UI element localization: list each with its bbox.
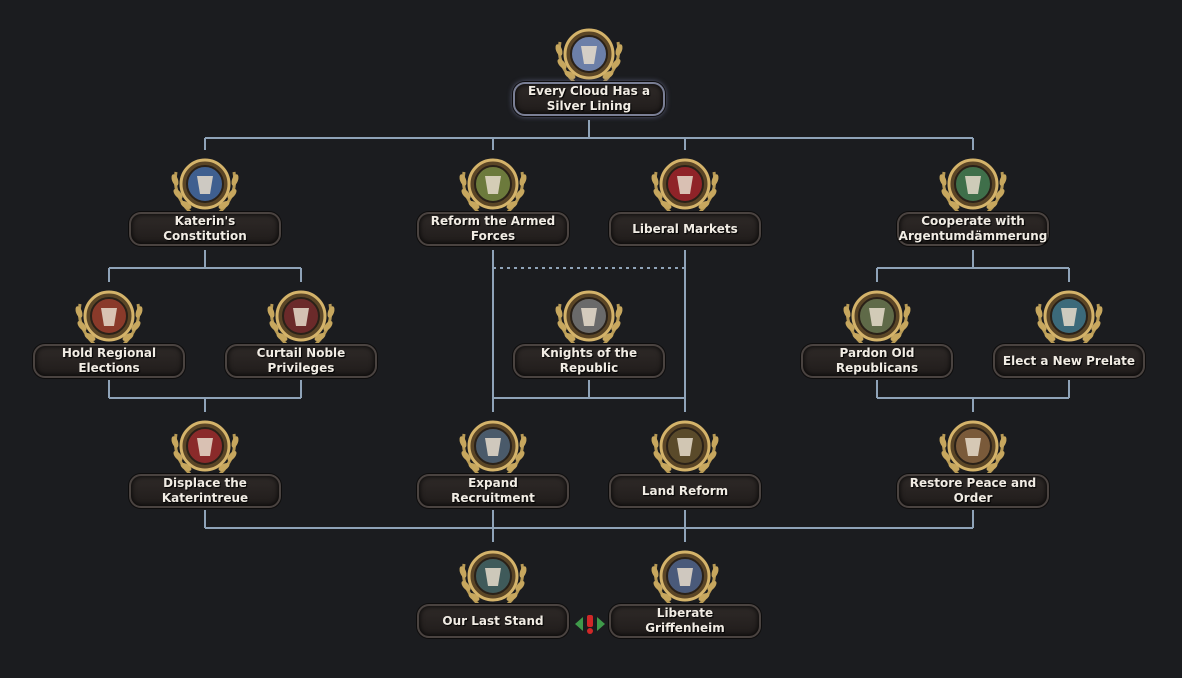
market-crest-icon xyxy=(646,150,724,220)
focus-cloud[interactable]: Every Cloud Has a Silver Lining xyxy=(509,20,669,120)
focus-label: Land Reform xyxy=(641,483,729,498)
focus-label-plate[interactable]: Expand Recruitment xyxy=(417,474,569,508)
focus-pardon[interactable]: Pardon Old Republicans xyxy=(797,282,957,382)
constitution-scroll-icon xyxy=(166,150,244,220)
focus-label-plate[interactable]: Reform the Armed Forces xyxy=(417,212,569,246)
focus-label-plate[interactable]: Land Reform xyxy=(609,474,761,508)
handshake-icon xyxy=(934,150,1012,220)
fortress-icon xyxy=(454,542,532,612)
focus-label-plate[interactable]: Liberate Griffenheim xyxy=(609,604,761,638)
wheat-field-icon xyxy=(646,412,724,482)
focus-label-plate[interactable]: Pardon Old Republicans xyxy=(801,344,953,378)
crossed-rifles-icon xyxy=(454,150,532,220)
focus-land[interactable]: Land Reform xyxy=(605,412,765,512)
focus-katerintreue[interactable]: Displace the Katerintreue xyxy=(125,412,285,512)
focus-cooperate[interactable]: Cooperate with Argentumdämmerung xyxy=(893,150,1053,250)
mutually-exclusive-icon xyxy=(574,613,606,635)
raised-fist-icon xyxy=(934,412,1012,482)
pardon-handshake-icon xyxy=(838,282,916,352)
focus-label: Knights of the Republic xyxy=(540,346,638,375)
crowned-eagle-icon xyxy=(166,412,244,482)
focus-label: Our Last Stand xyxy=(442,613,544,628)
focus-label-plate[interactable]: Liberal Markets xyxy=(609,212,761,246)
focus-label-plate[interactable]: Elect a New Prelate xyxy=(993,344,1145,378)
focus-label-plate[interactable]: Restore Peace and Order xyxy=(897,474,1049,508)
knight-helmet-icon xyxy=(550,282,628,352)
focus-label-plate[interactable]: Displace the Katerintreue xyxy=(129,474,281,508)
winged-statue-icon xyxy=(646,542,724,612)
focus-peace[interactable]: Restore Peace and Order xyxy=(893,412,1053,512)
focus-prelate[interactable]: Elect a New Prelate xyxy=(989,282,1149,382)
focus-label: Elect a New Prelate xyxy=(1002,353,1136,368)
focus-noble[interactable]: Curtail Noble Privileges xyxy=(221,282,381,382)
focus-label-plate[interactable]: Knights of the Republic xyxy=(513,344,665,378)
focus-label-plate[interactable]: Curtail Noble Privileges xyxy=(225,344,377,378)
focus-armed[interactable]: Reform the Armed Forces xyxy=(413,150,573,250)
focus-label-plate[interactable]: Cooperate with Argentumdämmerung xyxy=(897,212,1049,246)
focus-label-plate[interactable]: Every Cloud Has a Silver Lining xyxy=(513,82,665,116)
soldier-icon xyxy=(454,412,532,482)
focus-label-plate[interactable]: Our Last Stand xyxy=(417,604,569,638)
chained-crown-icon xyxy=(262,282,340,352)
raised-gauntlet-icon xyxy=(550,20,628,90)
focus-label: Cooperate with Argentumdämmerung xyxy=(898,214,1048,243)
focus-label: Reform the Armed Forces xyxy=(430,214,556,243)
focus-label-plate[interactable]: Hold Regional Elections xyxy=(33,344,185,378)
focus-markets[interactable]: Liberal Markets xyxy=(605,150,765,250)
focus-label: Liberal Markets xyxy=(632,221,738,236)
focus-label: Every Cloud Has a Silver Lining xyxy=(527,84,651,113)
ballot-box-icon xyxy=(70,282,148,352)
focus-laststand[interactable]: Our Last Stand xyxy=(413,542,573,642)
focus-label: Pardon Old Republicans xyxy=(835,346,919,375)
focus-label: Hold Regional Elections xyxy=(61,346,157,375)
focus-label: Liberate Griffenheim xyxy=(645,606,725,635)
prelate-banner-icon xyxy=(1030,282,1108,352)
focus-constitution[interactable]: Katerin's Constitution xyxy=(125,150,285,250)
focus-elections[interactable]: Hold Regional Elections xyxy=(29,282,189,382)
focus-knights[interactable]: Knights of the Republic xyxy=(509,282,669,382)
focus-recruitment[interactable]: Expand Recruitment xyxy=(413,412,573,512)
focus-label: Expand Recruitment xyxy=(451,476,535,505)
focus-label: Displace the Katerintreue xyxy=(161,476,249,505)
focus-griffenheim[interactable]: Liberate Griffenheim xyxy=(605,542,765,642)
focus-label: Restore Peace and Order xyxy=(909,476,1037,505)
focus-label: Katerin's Constitution xyxy=(163,214,247,243)
focus-label-plate[interactable]: Katerin's Constitution xyxy=(129,212,281,246)
focus-label: Curtail Noble Privileges xyxy=(256,346,346,375)
